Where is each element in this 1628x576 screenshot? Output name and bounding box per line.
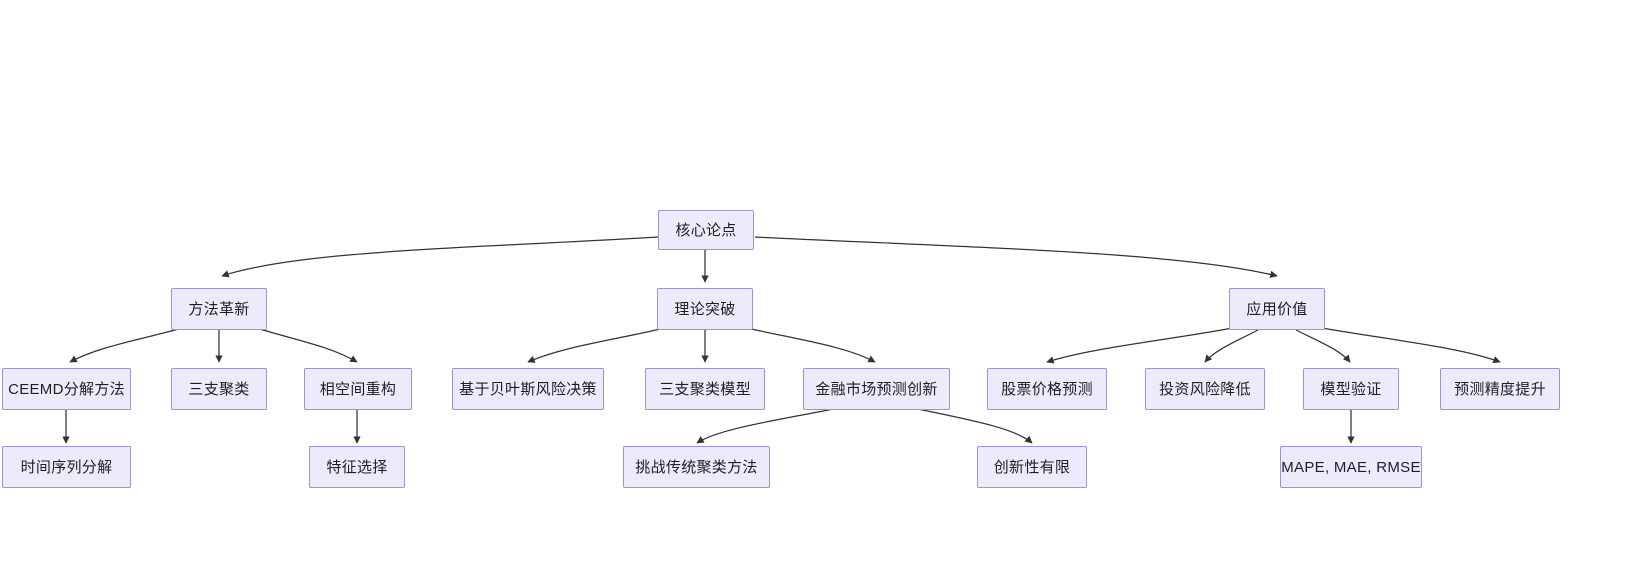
node-label: 特征选择 (326, 458, 388, 476)
node-three-way-clustering-model[interactable]: 三支聚类模型 (645, 368, 765, 410)
node-label: 金融市场预测创新 (815, 380, 938, 398)
node-label: 相空间重构 (319, 380, 397, 398)
node-label: 模型验证 (1320, 380, 1382, 398)
node-root[interactable]: 核心论点 (658, 210, 754, 250)
node-label: 股票价格预测 (1001, 380, 1093, 398)
node-label: 应用价值 (1246, 300, 1308, 318)
node-label: 基于贝叶斯风险决策 (459, 380, 597, 398)
node-label: 预测精度提升 (1454, 380, 1546, 398)
node-branch-method-innovation[interactable]: 方法革新 (171, 288, 267, 330)
edge-branch1-to-n3 (252, 326, 358, 363)
node-label: 三支聚类模型 (659, 380, 751, 398)
node-model-validation[interactable]: 模型验证 (1303, 368, 1399, 410)
edge-branch3-to-n10 (1315, 326, 1501, 364)
node-bayesian-risk-decision[interactable]: 基于贝叶斯风险决策 (452, 368, 604, 410)
node-limited-innovation[interactable]: 创新性有限 (977, 446, 1087, 488)
node-label: 核心论点 (675, 221, 737, 239)
node-branch-theory-breakthrough[interactable]: 理论突破 (657, 288, 753, 330)
node-label: 理论突破 (674, 300, 736, 318)
node-three-way-clustering[interactable]: 三支聚类 (171, 368, 267, 410)
node-investment-risk-reduction[interactable]: 投资风险降低 (1145, 368, 1265, 410)
node-stock-price-prediction[interactable]: 股票价格预测 (987, 368, 1107, 410)
edge-branch3-to-n7 (1046, 326, 1239, 364)
edge-branch2-to-n4 (527, 326, 670, 363)
edge-branch3-to-n8 (1204, 329, 1259, 363)
node-feature-selection[interactable]: 特征选择 (309, 446, 405, 488)
node-label: MAPE, MAE, RMSE (1281, 458, 1421, 476)
node-time-series-decomposition[interactable]: 时间序列分解 (2, 446, 131, 488)
edge-root-to-branch3 (754, 236, 1278, 279)
node-branch-application-value[interactable]: 应用价值 (1229, 288, 1325, 330)
node-challenge-traditional-clustering[interactable]: 挑战传统聚类方法 (623, 446, 770, 488)
edge-branch3-to-n9 (1295, 329, 1351, 363)
node-phase-space-reconstruction[interactable]: 相空间重构 (304, 368, 412, 410)
node-label: 三支聚类 (188, 380, 250, 398)
edge-n6-to-l3 (696, 407, 839, 444)
node-label: CEEMD分解方法 (8, 380, 125, 398)
node-label: 创新性有限 (993, 458, 1071, 476)
node-ceemd-decomposition[interactable]: CEEMD分解方法 (2, 368, 131, 410)
edge-root-to-branch1 (221, 236, 659, 278)
node-label: 投资风险降低 (1159, 380, 1251, 398)
node-label: 时间序列分解 (20, 458, 113, 476)
node-prediction-accuracy-improvement[interactable]: 预测精度提升 (1440, 368, 1560, 410)
node-label: 挑战传统聚类方法 (635, 458, 758, 476)
node-label: 方法革新 (188, 300, 250, 318)
edge-branch2-to-n6 (741, 326, 876, 363)
node-metrics-mape-mae-rmse[interactable]: MAPE, MAE, RMSE (1280, 446, 1422, 488)
edge-n6-to-l4 (912, 407, 1033, 444)
edge-branch1-to-n1 (69, 326, 187, 363)
node-financial-market-forecast-innovation[interactable]: 金融市场预测创新 (803, 368, 950, 410)
